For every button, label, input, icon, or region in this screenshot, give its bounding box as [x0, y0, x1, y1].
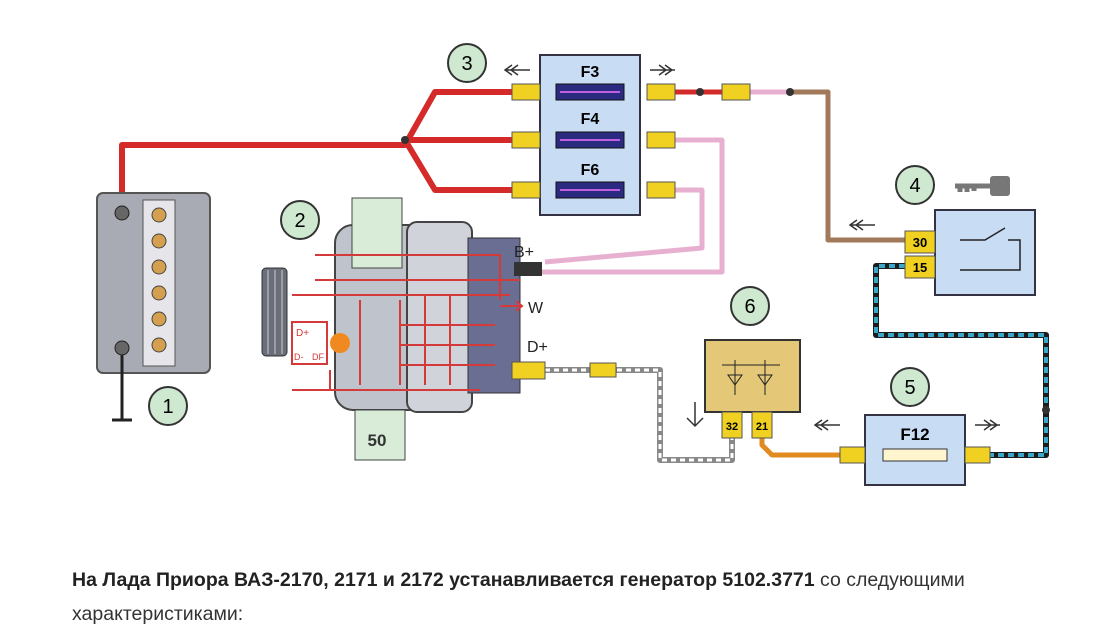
- ignition-switch: 30 15: [848, 176, 1036, 296]
- callout-3: 3: [447, 43, 487, 83]
- battery: [96, 192, 211, 422]
- orange-wire: [759, 438, 840, 458]
- caption: На Лада Приора ВАЗ-2170, 2171 и 2172 уст…: [72, 563, 1072, 631]
- charge-warning-lamp: 32 21: [686, 339, 801, 439]
- fuse-f12: F12: [813, 414, 1000, 486]
- wires: [119, 88, 1050, 463]
- callout-1: 1: [148, 386, 188, 426]
- caption-bold: На Лада Приора ВАЗ-2170, 2171 и 2172 уст…: [72, 568, 815, 591]
- fuse-f12-label: F12: [900, 425, 929, 444]
- callout-2: 2: [280, 200, 320, 240]
- fuse-f4-label: F4: [581, 111, 600, 128]
- svg-text:2: 2: [294, 210, 305, 232]
- svg-text:6: 6: [744, 296, 755, 318]
- svg-text:4: 4: [909, 175, 920, 197]
- pink-f4-wire: [540, 137, 725, 275]
- pin-30-label: 30: [913, 235, 927, 250]
- ground-icon: [686, 402, 704, 428]
- fuse-f6-label: F6: [581, 162, 600, 179]
- svg-text:1: 1: [162, 396, 173, 418]
- callout-6: 6: [730, 286, 770, 326]
- pin-21-label: 21: [756, 421, 768, 433]
- pink-f6-wire: [544, 187, 705, 265]
- fuse-box: F3 F4 F6: [503, 54, 751, 216]
- caption-rest: со следующими характеристиками:: [72, 568, 965, 625]
- ground-icon: [112, 355, 132, 422]
- battery-plus-terminal: [114, 205, 130, 221]
- svg-text:3: 3: [461, 53, 472, 75]
- key-icon: [955, 176, 1010, 196]
- dplus-label: D+: [527, 339, 548, 356]
- brown-wire: [790, 89, 905, 243]
- dplus-wire: [545, 367, 735, 463]
- callout-4: 4: [895, 165, 935, 205]
- regulator-df-label: DF: [312, 352, 324, 362]
- regulator-dminus-label: D-: [294, 352, 304, 362]
- bplus-label: B+: [514, 244, 534, 261]
- battery-minus-terminal: [114, 340, 130, 356]
- battery-red-wire: [119, 89, 512, 213]
- mount-50-label: 50: [368, 431, 387, 450]
- pin-15-label: 15: [913, 260, 927, 275]
- regulator-dplus-label: D+: [296, 328, 309, 339]
- callouts: 1 2 3 4 5 6: [148, 43, 935, 426]
- callout-5: 5: [890, 367, 930, 407]
- generator: 50 D+ D- DF B+ W D+: [261, 197, 617, 461]
- generator-wiring-diagram: F3 F4 F6 50 D+ D- DF B+ W D+: [96, 43, 1050, 486]
- pin-32-label: 32: [726, 421, 738, 433]
- svg-text:5: 5: [904, 377, 915, 399]
- fuse-f3-label: F3: [581, 64, 600, 81]
- w-label: W: [528, 300, 544, 317]
